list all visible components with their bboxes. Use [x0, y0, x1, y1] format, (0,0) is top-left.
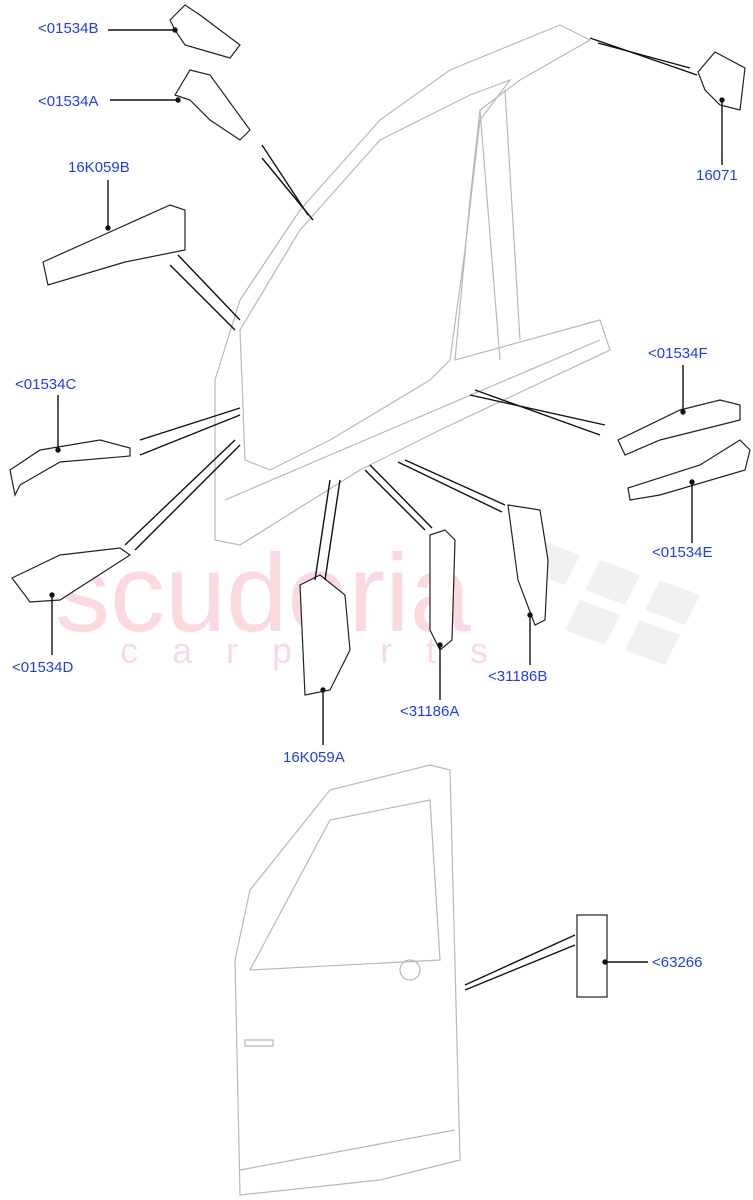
- label-31186A[interactable]: <31186A: [400, 703, 460, 720]
- label-16071[interactable]: 16071: [696, 167, 738, 184]
- part-31186A: [429, 529, 456, 651]
- body-side-frame: [214, 24, 611, 546]
- part-16071: [697, 51, 746, 111]
- part-16K059B: [42, 204, 186, 286]
- part-01534B: [169, 4, 241, 59]
- label-16K059B[interactable]: 16K059B: [68, 159, 130, 176]
- label-01534C[interactable]: <01534C: [15, 376, 77, 393]
- label-16K059A[interactable]: 16K059A: [283, 749, 345, 766]
- part-01534C: [9, 439, 131, 497]
- label-63266[interactable]: <63266: [652, 954, 703, 971]
- label-31186B[interactable]: <31186B: [488, 668, 548, 685]
- leader-lines: [49, 27, 725, 991]
- label-01534A[interactable]: <01534A: [38, 93, 99, 110]
- part-16K059A: [299, 574, 351, 696]
- part-01534D: [11, 547, 132, 603]
- label-01534E[interactable]: <01534E: [652, 544, 713, 561]
- front-door: [234, 764, 461, 1196]
- parts: [9, 4, 751, 998]
- part-01534A: [174, 69, 251, 141]
- label-01534B[interactable]: <01534B: [38, 20, 99, 37]
- label-01534F[interactable]: <01534F: [648, 345, 708, 362]
- watermark-checker: [525, 540, 700, 665]
- label-01534D[interactable]: <01534D: [12, 659, 74, 676]
- part-01534F: [617, 399, 741, 456]
- part-01534E: [627, 439, 751, 501]
- part-31186B: [507, 504, 549, 626]
- part-63266: [576, 914, 608, 998]
